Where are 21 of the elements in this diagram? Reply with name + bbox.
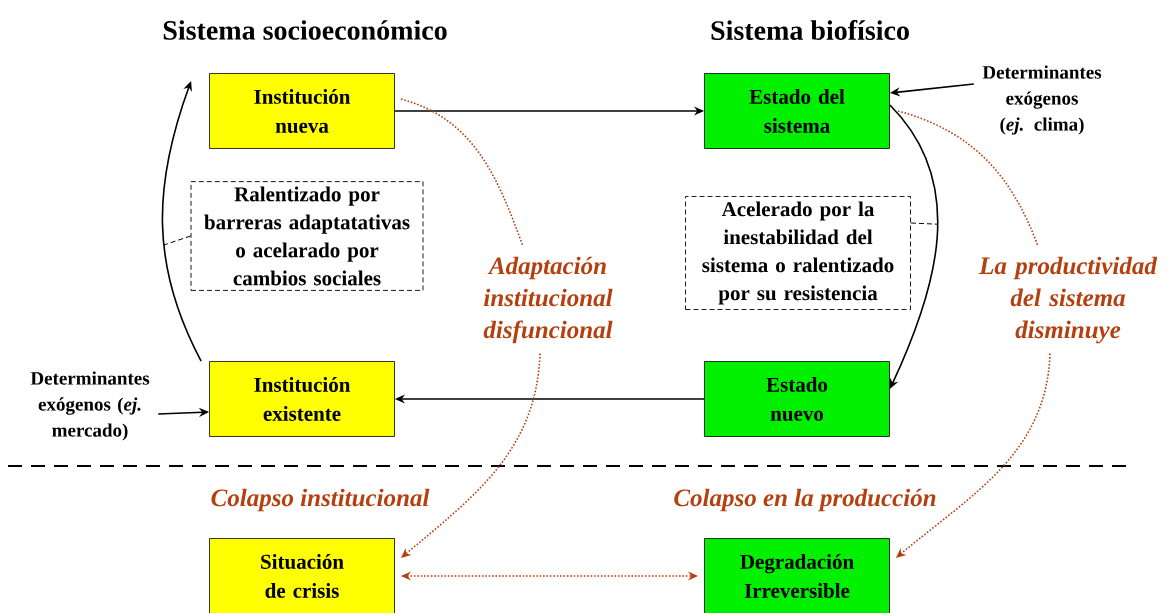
annotation-text: Determinantes exógenos (ej. clima) — [982, 65, 1102, 135]
connector-line — [400, 98, 524, 248]
annotation-text: Determinantes exógenos (ej. mercado) — [30, 371, 150, 441]
annotation-box: Acelerado por la inestabilidad del sistema o ralentizado por su resistencia — [685, 196, 911, 310]
connector-line — [897, 110, 1039, 248]
outcome-label: Colapso en la producción — [674, 488, 936, 512]
arrow — [889, 104, 939, 389]
section-heading: Sistema biofísico — [711, 20, 909, 40]
process-box: Institución existente — [209, 361, 395, 437]
process-box: Degradación Irreversible — [704, 538, 890, 613]
process-box: Institución nueva — [209, 73, 395, 149]
section-heading: Sistema socioeconómico — [163, 20, 447, 40]
outcome-text: La productividad del sistema disminuye — [978, 256, 1158, 344]
process-box: Estado nuevo — [704, 361, 890, 437]
process-box: Estado del sistema — [704, 73, 890, 149]
annotation-box: Ralentizado por barreras adaptatativas o acelarado por cambios sociales — [190, 181, 424, 291]
process-box: Situación de crisis — [209, 538, 395, 613]
leader-line — [910, 222, 938, 225]
outcome-label: Colapso institucional — [211, 488, 430, 512]
outcome-text: Adaptación institucional disfuncional — [483, 256, 613, 344]
leader-line — [163, 235, 192, 246]
